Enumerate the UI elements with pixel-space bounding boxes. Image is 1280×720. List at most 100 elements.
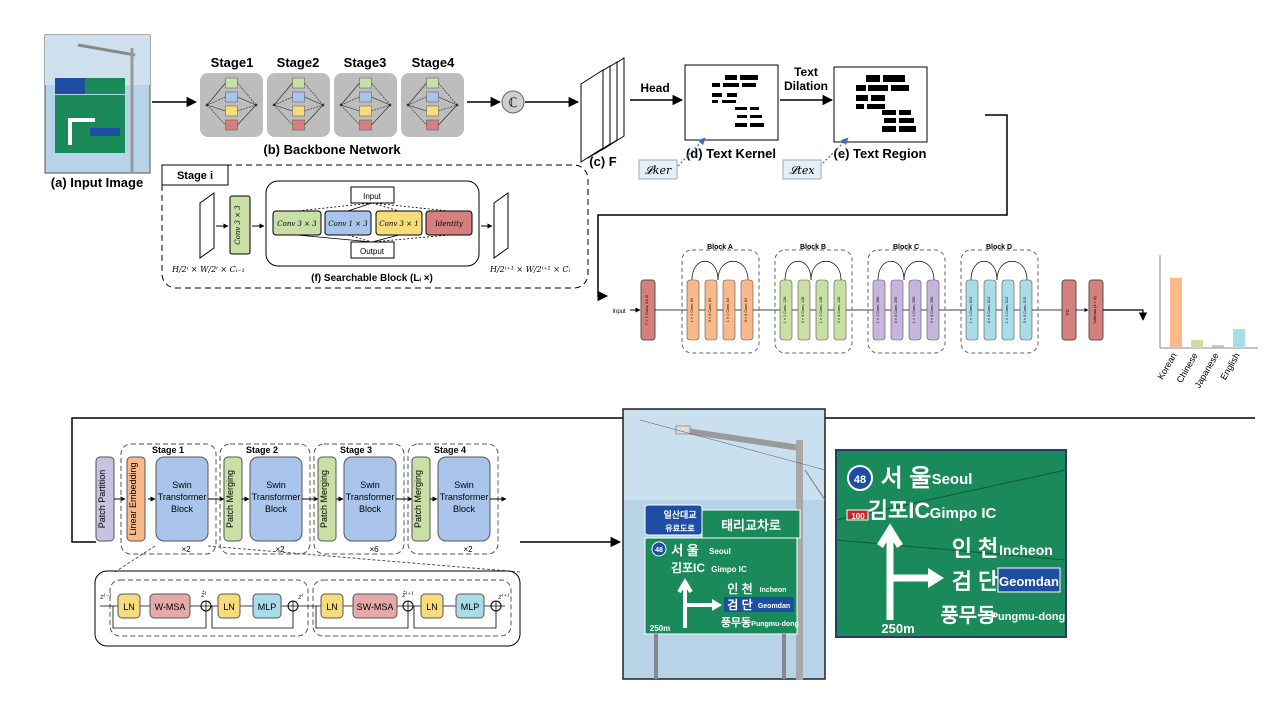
photo-sign-main (644, 537, 798, 635)
lamp-pole (796, 440, 803, 680)
photo-gimpo-kr: 김포IC (671, 560, 705, 575)
input-image-label: (a) Input Image (51, 175, 143, 190)
classifier-layer-label: 3 × 3 Conv, 512 (1023, 297, 1027, 324)
backbone-op-cell (225, 77, 238, 89)
swin-block-label: Swin (454, 480, 474, 490)
feature-label: (c) F (589, 154, 617, 169)
searchable-block (265, 180, 480, 267)
stage-i-tag (161, 164, 229, 186)
swin-block-label: Swin (172, 480, 192, 490)
classifier-layer (797, 279, 811, 341)
lang-bar-chinese (1191, 339, 1203, 348)
classifier-layer (872, 279, 886, 341)
backbone-stage-1 (200, 73, 263, 137)
stage3-label: Stage3 (344, 55, 387, 70)
swin-block-detail: LN W-MSA LN MLP LN SW-MSA LN MLP zˡ⁻¹ ẑˡ… (94, 545, 521, 647)
backbone-stage-2 (267, 73, 330, 137)
photo-gimpo-en: Gimpo IC (711, 565, 747, 574)
backbone-op-cell (426, 77, 439, 89)
loss-ker-box (638, 159, 678, 180)
sw-msa (352, 593, 398, 619)
swin-stage1-box (120, 443, 217, 555)
backbone-op-cell (225, 105, 238, 117)
classifier-layer-label: 3 × 3 Conv, 128 (801, 297, 805, 324)
swin-stage-label: Stage 3 (340, 445, 372, 455)
op-conv1x3-label: Conv 1 × 3 (328, 220, 368, 228)
crop-route-100: 100 (851, 512, 865, 521)
w-msa-label: W-MSA (155, 602, 186, 612)
classifier-layer (722, 279, 736, 341)
lang-bar-english (1233, 329, 1245, 348)
stage2-label: Stage2 (277, 55, 320, 70)
text-region-label: (e) Text Region (834, 146, 927, 161)
backbone-op-cell (426, 119, 439, 131)
crop-incheon-en: Incheon (999, 542, 1053, 558)
backbone-network: Stage1 Stage2 Stage3 Stage4 (200, 55, 464, 137)
crop-pungmu-en: Pungmu-dong (991, 611, 1066, 623)
swin-repeat-label: ×2 (463, 545, 473, 554)
backbone-stage-4 (401, 73, 464, 137)
lang-bar-japanese (1212, 345, 1224, 348)
photo-route-48: 48 (655, 547, 663, 554)
z-l-label: zˡ (297, 593, 304, 601)
backbone-op-cell (359, 105, 372, 117)
classifier-layer (740, 279, 754, 341)
classifier-layer-label: 1 × 1 Conv, 512 (1005, 297, 1009, 324)
crop-seoul-en: Seoul (932, 471, 973, 488)
lang-bar-korean (1170, 277, 1182, 348)
w-msa (149, 593, 191, 619)
classifier-layer-label: 1 × 1 Conv, 64 (690, 298, 694, 323)
lang-label-english: English (1218, 351, 1241, 382)
mlp-2 (455, 593, 485, 619)
swin-block-label: Transformer (440, 492, 489, 502)
backbone-op-cell (426, 105, 439, 117)
cropped-sign: 48 서 울 Seoul 100 김포IC Gimpo IC 인 천 Inche… (835, 449, 1067, 638)
loss-tex-box (782, 159, 822, 180)
classifier-layer-label: 3 × 3 Conv, 64 (744, 298, 748, 323)
crop-seoul-kr: 서 울 (881, 465, 932, 492)
op-conv3x1-label: Conv 3 × 1 (379, 220, 418, 228)
backbone-op-cell (292, 105, 305, 117)
swin-repeat-label: ×6 (369, 545, 379, 554)
swin-block-label: Transformer (346, 492, 395, 502)
searchable-connections (296, 202, 450, 243)
ln-1 (117, 593, 141, 619)
classifier-block-label: Block A (707, 244, 733, 251)
swin-block-label: Block (359, 504, 382, 514)
stage-i-conv3x3-label: Conv 3 × 3 (234, 205, 242, 245)
mlp-1 (252, 593, 282, 619)
swin-stage-label: Stage 2 (246, 445, 278, 455)
crop-gimpo-kr: 김포IC (868, 498, 931, 523)
backbone-op-cell (426, 91, 439, 103)
swin-block-label: Transformer (158, 492, 207, 502)
backbone-op-cell (359, 119, 372, 131)
photo-distance: 250m (650, 624, 670, 633)
ln-1-label: LN (123, 602, 135, 612)
searchable-input-label: Input (363, 192, 382, 201)
linear-embedding-label: Linear Embedding (128, 462, 138, 535)
mlp-2-label: MLP (461, 602, 480, 612)
arrow-region-to-classifier (597, 114, 1008, 302)
photo-incheon-en: Incheon (760, 587, 787, 594)
classifier-layer-label: 3 × 3 Conv, 128 (837, 297, 841, 324)
loss-tex-arrow (819, 137, 849, 167)
patch-merging-label: Patch Merging (319, 470, 329, 528)
swin-block-label: Block (265, 504, 288, 514)
swin-transformer: Patch Partition Linear Embedding SwinTra… (95, 443, 507, 555)
backbone-op-cell (292, 77, 305, 89)
classifier-block-a: Block A 1 × 1 Conv, 64 3 × 3 Conv, 64 1 × 1… (681, 244, 760, 354)
ln-3-label: LN (326, 602, 338, 612)
backbone-stage-panel (401, 73, 464, 137)
classifier-layer-label: 1 × 1 Conv, 512 (969, 297, 973, 324)
stage-i-conv3x3 (229, 195, 251, 255)
classifier-layer-label: 1 × 1 Conv, 64 (726, 298, 730, 323)
classifier-first-conv-label: 7 × 7 Conv, 64 /2 (644, 294, 649, 325)
text-dilation-label-2: Dilation (784, 79, 828, 93)
op-conv3x3-label: Conv 3 × 3 (277, 220, 317, 228)
street-lamp-arm (679, 427, 801, 451)
loss-ker-arrow (677, 137, 706, 167)
